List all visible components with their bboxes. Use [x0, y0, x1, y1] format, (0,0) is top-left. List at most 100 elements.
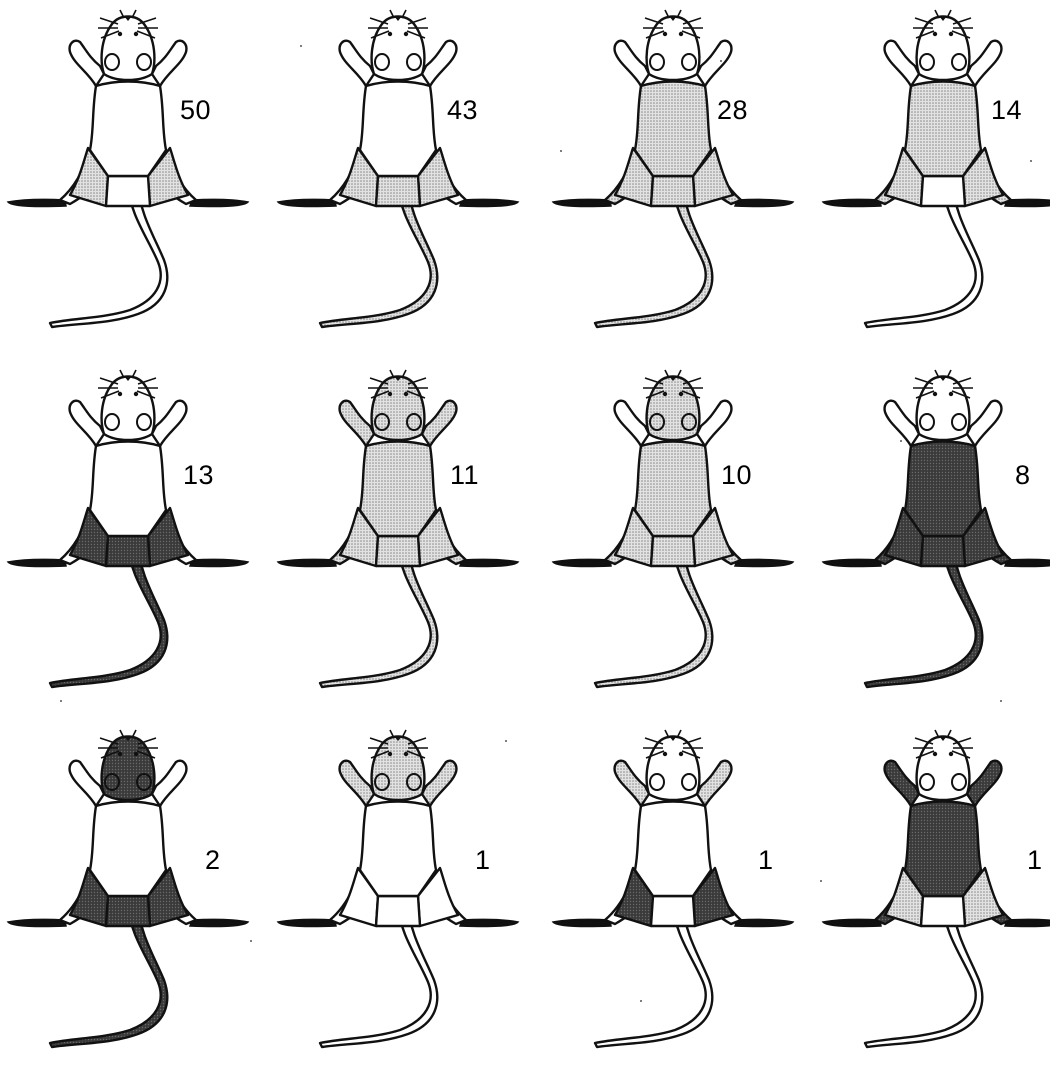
panel-count-label: 14	[991, 95, 1022, 126]
mouse-figure	[278, 370, 518, 687]
panel-count-label: 10	[721, 460, 752, 491]
mouse-eye	[663, 32, 667, 36]
mouse-eye	[679, 392, 683, 396]
mouse-figure	[8, 370, 248, 687]
panel-count-label: 1	[1027, 845, 1043, 876]
mouse-trunk	[905, 802, 981, 897]
mouse-eye	[933, 32, 937, 36]
mouse-eye	[134, 752, 138, 756]
mouse-eye	[663, 752, 667, 756]
mouse-panel	[815, 360, 1050, 714]
scan-speck	[900, 440, 902, 442]
mouse-drawing	[270, 0, 532, 354]
mouse-tail-base	[651, 896, 695, 926]
panel-count-label: 28	[717, 95, 748, 126]
mouse-panel	[545, 720, 807, 1074]
scan-speck	[1030, 160, 1032, 162]
mouse-eye	[663, 392, 667, 396]
mouse-figure	[8, 10, 248, 327]
mouse-eye	[134, 392, 138, 396]
mouse-figure	[553, 730, 793, 1047]
mouse-figure	[553, 10, 793, 327]
panel-count-label: 43	[447, 95, 478, 126]
mouse-figure	[823, 730, 1050, 1047]
mouse-trunk	[360, 82, 436, 177]
mouse-trunk	[635, 442, 711, 537]
mouse-eye	[388, 392, 392, 396]
mouse-figure	[553, 370, 793, 687]
mouse-eye	[118, 32, 122, 36]
mouse-drawing	[0, 0, 262, 354]
mouse-panel	[0, 0, 262, 354]
mouse-panel	[815, 720, 1050, 1074]
mouse-tail-base	[651, 536, 695, 566]
mouse-tail-base	[106, 536, 150, 566]
mouse-trunk	[635, 82, 711, 177]
mouse-tail-base	[106, 896, 150, 926]
mouse-drawing	[0, 360, 262, 714]
mouse-tail-base	[921, 896, 965, 926]
panel-count-label: 1	[758, 845, 774, 876]
scan-speck	[820, 880, 822, 882]
mouse-drawing	[815, 720, 1050, 1074]
scan-speck	[505, 740, 507, 742]
mouse-eye	[949, 32, 953, 36]
scan-speck	[250, 940, 252, 942]
mouse-figure	[823, 370, 1050, 687]
mouse-drawing	[0, 720, 262, 1074]
mouse-trunk	[360, 442, 436, 537]
mouse-drawing	[815, 360, 1050, 714]
mouse-drawing	[270, 720, 532, 1074]
mouse-tail-base	[376, 896, 420, 926]
scan-speck	[300, 45, 302, 47]
mouse-trunk	[90, 82, 166, 177]
mouse-tail-base	[106, 176, 150, 206]
mouse-eye	[118, 392, 122, 396]
mouse-tail-base	[921, 176, 965, 206]
mouse-trunk	[905, 82, 981, 177]
panel-count-label: 50	[180, 95, 211, 126]
mouse-drawing	[545, 720, 807, 1074]
mouse-eye	[933, 392, 937, 396]
panel-count-label: 8	[1015, 460, 1031, 491]
mouse-tail-base	[376, 536, 420, 566]
mouse-panel	[270, 720, 532, 1074]
mouse-panel	[545, 0, 807, 354]
mouse-eye	[949, 392, 953, 396]
mouse-drawing	[270, 360, 532, 714]
mouse-tail-base	[921, 536, 965, 566]
mouse-panel	[270, 0, 532, 354]
scan-speck	[60, 700, 62, 702]
mouse-figure	[278, 10, 518, 327]
mouse-eye	[679, 32, 683, 36]
panel-count-label: 11	[450, 460, 479, 491]
scan-speck	[560, 150, 562, 152]
scan-speck	[720, 60, 722, 62]
mouse-eye	[118, 752, 122, 756]
mouse-trunk	[635, 802, 711, 897]
panel-count-label: 2	[205, 845, 221, 876]
mouse-eye	[679, 752, 683, 756]
panel-count-label: 1	[475, 845, 491, 876]
mouse-trunk	[90, 442, 166, 537]
mouse-eye	[404, 392, 408, 396]
mouse-trunk	[90, 802, 166, 897]
mouse-panel	[270, 360, 532, 714]
mouse-eye	[933, 752, 937, 756]
mouse-eye	[404, 752, 408, 756]
mouse-figure	[8, 730, 248, 1047]
mouse-eye	[134, 32, 138, 36]
mouse-eye	[949, 752, 953, 756]
mouse-panel	[815, 0, 1050, 354]
mouse-drawing	[815, 0, 1050, 354]
panel-count-label: 13	[183, 460, 214, 491]
mouse-trunk	[360, 802, 436, 897]
mouse-eye	[404, 32, 408, 36]
mouse-panel	[0, 360, 262, 714]
mouse-tail-base	[376, 176, 420, 206]
scan-speck	[1000, 700, 1002, 702]
mouse-tail-base	[651, 176, 695, 206]
mouse-figure	[278, 730, 518, 1047]
mouse-drawing	[545, 0, 807, 354]
